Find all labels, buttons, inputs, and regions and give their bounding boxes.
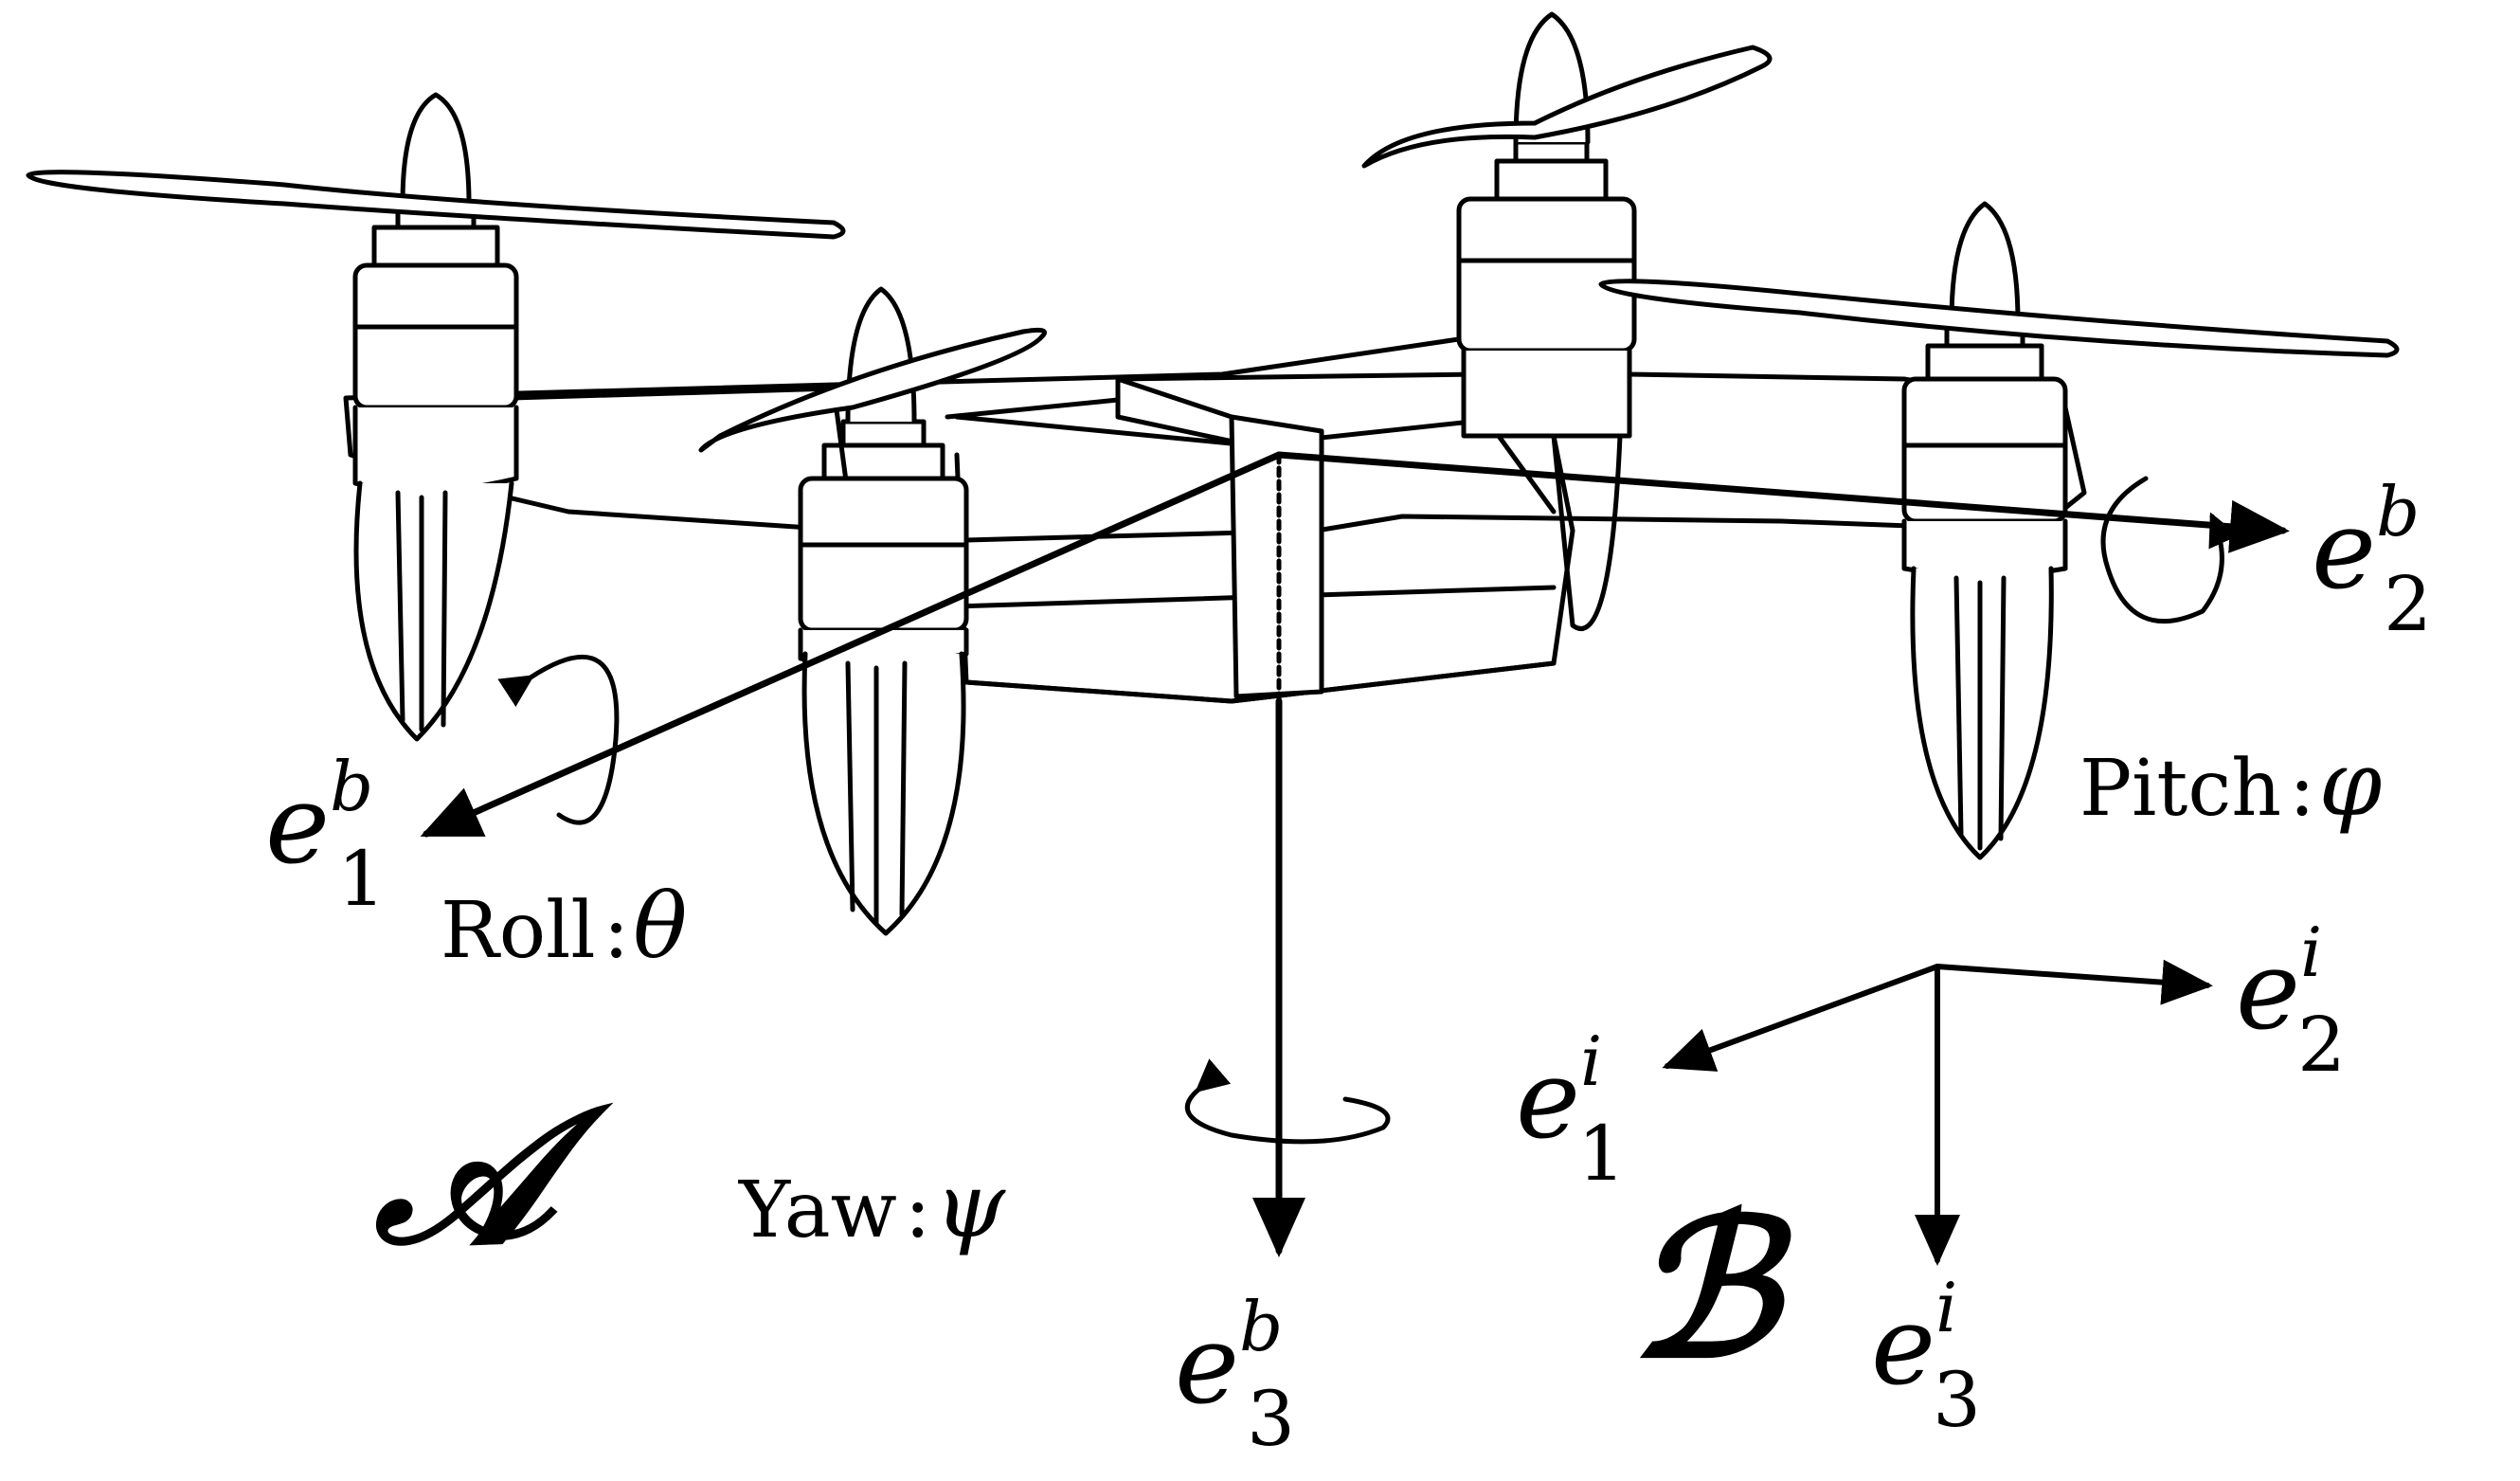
rotation-indicators	[497, 476, 2240, 1145]
body-frame-axes	[420, 451, 2290, 1257]
body-frame-name: 𝒜	[373, 1074, 614, 1283]
motor-pod-rear-left	[1361, 11, 1773, 631]
roll-rotation-arrow	[497, 654, 620, 825]
pitch-label: Pitch:φ	[2079, 732, 2383, 837]
inertial-axis-e1	[1662, 964, 1940, 1072]
inertial-frame-axes	[1662, 959, 2213, 1266]
roll-label: Roll:θ	[441, 875, 687, 979]
body-axis-e1	[420, 451, 1283, 838]
inertial-frame-name: ℬ	[1629, 1187, 1793, 1397]
motor-pod-rear-right	[1598, 201, 2400, 860]
pitch-rotation-arrow	[2100, 476, 2240, 624]
motor-pod-front-right	[698, 286, 1047, 936]
yaw-label: Yaw:ψ	[738, 1154, 1006, 1258]
center-strap	[1229, 414, 1324, 699]
quadrotor-illustration	[26, 11, 2400, 936]
yaw-rotation-arrow	[1184, 1058, 1391, 1145]
body-axis-e2	[1275, 451, 2290, 553]
motor-pod-front-left	[26, 92, 846, 742]
inertial-axis-e2	[1935, 959, 2213, 1005]
